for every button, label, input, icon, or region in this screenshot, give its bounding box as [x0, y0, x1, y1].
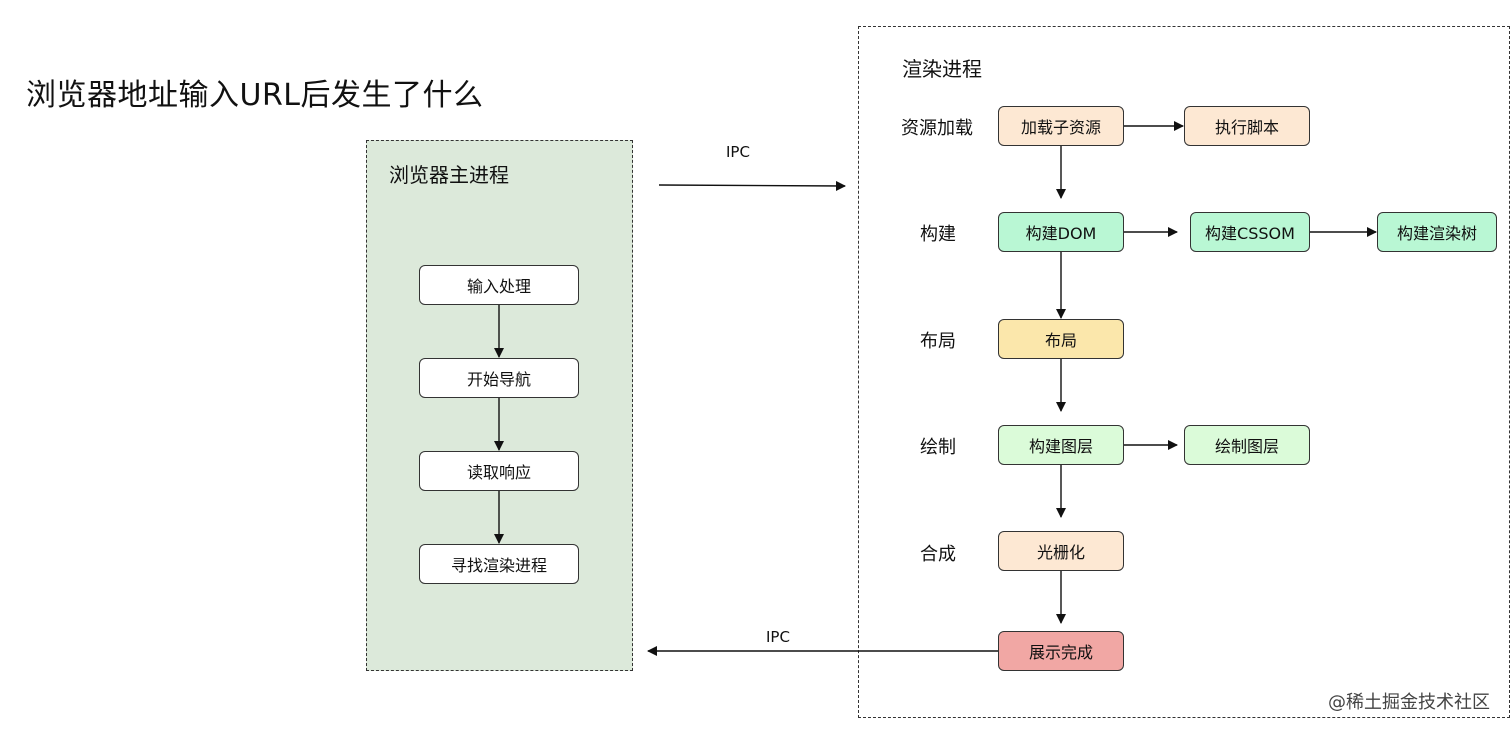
stage-composite: 合成: [920, 544, 956, 565]
node-input-handling: 输入处理: [419, 265, 579, 305]
node-display-complete: 展示完成: [998, 631, 1124, 671]
node-build-dom: 构建DOM: [998, 212, 1124, 252]
ipc-label-to-render: IPC: [726, 143, 750, 161]
stage-paint: 绘制: [920, 437, 956, 458]
edge-ipc-main-to-render: [658, 180, 846, 191]
node-execute-script: 执行脚本: [1184, 106, 1310, 146]
node-load-subresources: 加载子资源: [998, 106, 1124, 146]
node-rasterize: 光栅化: [998, 531, 1124, 571]
main-process-label: 浏览器主进程: [389, 163, 509, 187]
stage-resource-loading: 资源加载: [901, 118, 973, 139]
node-build-render-tree: 构建渲染树: [1377, 212, 1497, 252]
node-find-render-process: 寻找渲染进程: [419, 544, 579, 584]
watermark: @稀土掘金技术社区: [1328, 692, 1490, 713]
node-build-cssom: 构建CSSOM: [1190, 212, 1310, 252]
node-read-response: 读取响应: [419, 451, 579, 491]
stage-build: 构建: [920, 224, 956, 245]
page-title: 浏览器地址输入URL后发生了什么: [26, 78, 484, 113]
node-start-navigation: 开始导航: [419, 358, 579, 398]
node-paint-layers: 绘制图层: [1184, 425, 1310, 465]
render-process-label: 渲染进程: [902, 57, 982, 81]
ipc-label-to-main: IPC: [766, 628, 790, 646]
stage-layout: 布局: [920, 331, 956, 352]
node-build-layers: 构建图层: [998, 425, 1124, 465]
node-layout: 布局: [998, 319, 1124, 359]
